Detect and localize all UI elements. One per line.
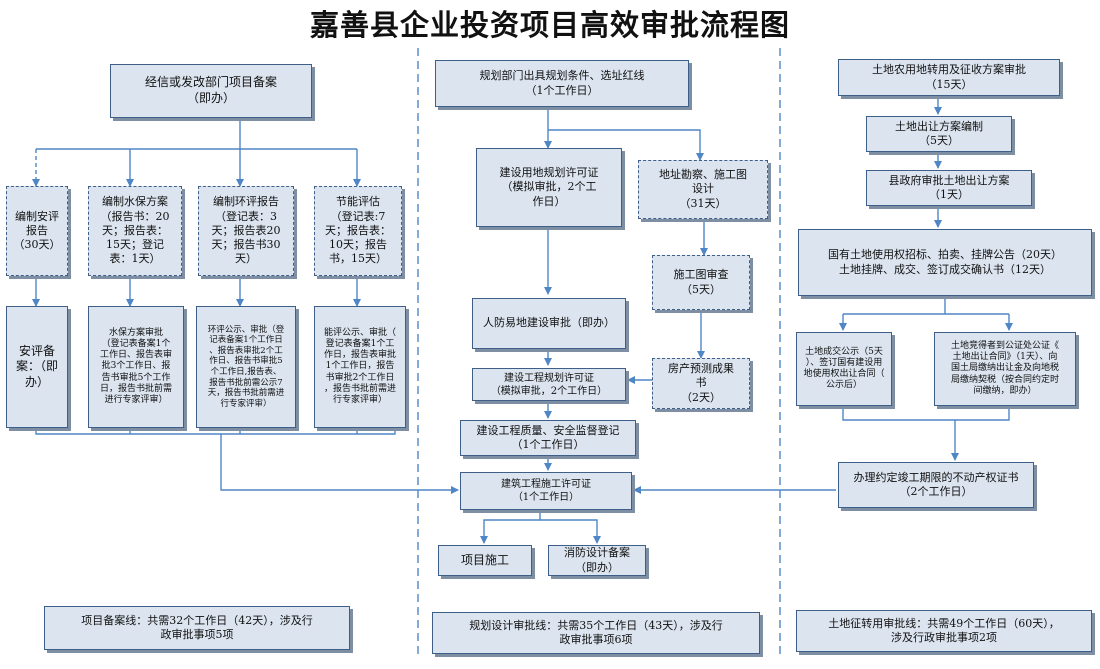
page-title: 嘉善县企业投资项目高效审批流程图 [309, 8, 790, 42]
farmland-conversion-box: 土地农用地转用及征收方案审批 （15天） [838, 59, 1060, 96]
project-filing-box: 经信或发改部门项目备案 （即办） [110, 64, 312, 118]
engineering-planning-permit-text: 建设工程规划许可证 （模拟审批，2个工作日） [490, 372, 608, 397]
env-approval-text: 环评公示、审批（登 记表备案1个工作日 、报告表审批2个工 作日、报告书审批5 … [207, 324, 285, 409]
land-planning-permit-box: 建设用地规划许可证 （模拟审批，2个工 作日） [476, 148, 622, 227]
project-construction-text: 项目施工 [460, 552, 509, 567]
fire-design-filing-text: 消防设计备案 （即办） [564, 546, 630, 574]
farmland-conversion-text: 土地农用地转用及征收方案审批 （15天） [872, 63, 1026, 91]
property-certificate-box: 办理约定竣工期限的不动产权证书 （2个工作日） [838, 462, 1034, 508]
env-report-text: 编制环评报告 （登记表：3 天；报告表20 天；报告书30 天） [211, 195, 281, 266]
filing-line-summary-text: 项目备案线：共需32个工作日（42天），涉及行 政审批事项5项 [81, 613, 313, 641]
engineering-planning-permit-box: 建设工程规划许可证 （模拟审批，2个工作日） [472, 368, 626, 401]
quality-safety-register-box: 建设工程质量、安全监督登记 （1个工作日） [460, 420, 636, 456]
notarize-payment-box: 土地竞得者到公证处公证《 土地出让合同》（1天）、向 国土局缴纳出让金及向地税 … [934, 332, 1076, 406]
deal-notice-box: 土地成交公示（5天 ）、签订国有建设用 地使用权出让合同（ 公示后） [796, 332, 892, 406]
property-certificate-text: 办理约定竣工期限的不动产权证书 （2个工作日） [853, 470, 1019, 498]
land-bidding-box: 国有土地使用权招标、拍卖、挂牌公告（20天） 土地挂牌、成交、签订成交确认书（1… [798, 229, 1092, 296]
land-line-summary: 土地征转用审批线：共需49个工作日（60天）， 涉及行政审批事项2项 [796, 610, 1092, 652]
survey-design-text: 地址勘察、施工图 设计 （31天） [659, 168, 747, 210]
transfer-plan-text: 土地出让方案编制 （5天） [895, 119, 983, 147]
filing-line-summary: 项目备案线：共需32个工作日（42天），涉及行 政审批事项5项 [44, 606, 350, 650]
energy-approval-box: 能评公示、审批（ 登记表备案1个工 作日，报告表审批 1个工作日，报告 书审批2… [314, 306, 406, 428]
env-report-box: 编制环评报告 （登记表：3 天；报告表20 天；报告书30 天） [198, 186, 294, 276]
fire-design-filing-box: 消防设计备案 （即办） [548, 545, 646, 576]
energy-approval-text: 能评公示、审批（ 登记表备案1个工 作日，报告表审批 1个工作日，报告 书审批2… [323, 327, 396, 406]
notarize-payment-text: 土地竞得者到公证处公证《 土地出让合同》（1天）、向 国土局缴纳出让金及向地税 … [950, 340, 1059, 396]
planning-line-summary-text: 规划设计审批线：共需35个工作日（43天），涉及行 政审批事项6项 [469, 618, 723, 646]
quality-safety-register-text: 建设工程质量、安全监督登记 （1个工作日） [476, 423, 620, 451]
water-plan-text: 编制水保方案 （报告书：20 天；报告表： 15天；登记 表：1天） [100, 195, 170, 266]
env-approval-box: 环评公示、审批（登 记表备案1个工作日 、报告表审批2个工 作日、报告书审批5 … [196, 306, 296, 428]
safety-eval-text: 编制安评 报告 （30天） [13, 209, 61, 252]
planning-conditions-text: 规划部门出具规划条件、选址红线 （1个工作日） [479, 69, 645, 97]
land-planning-permit-text: 建设用地规划许可证 （模拟审批，2个工 作日） [499, 166, 599, 208]
energy-eval-text: 节能评估 （登记表:7 天；报告表： 10天；报告 书，15天） [325, 195, 391, 266]
transfer-plan-box: 土地出让方案编制 （5天） [866, 116, 1012, 152]
water-approval-text: 水保方案审批 （登记表备案1个 工作日、报告表审 批3个工作日、报 告书审批5个… [99, 327, 172, 406]
housing-forecast-box: 房产预测成果 书 （2天） [652, 358, 750, 409]
planning-line-summary: 规划设计审批线：共需35个工作日（43天），涉及行 政审批事项6项 [432, 612, 760, 654]
safety-filing-box: 安评备 案：（即 办） [6, 306, 68, 428]
project-construction-box: 项目施工 [438, 545, 532, 576]
construction-permit-box: 建筑工程施工许可证 （1个工作日） [460, 472, 632, 510]
survey-design-box: 地址勘察、施工图 设计 （31天） [638, 160, 768, 219]
deal-notice-text: 土地成交公示（5天 ）、签订国有建设用 地使用权出让合同（ 公示后） [803, 346, 885, 391]
project-filing-text: 经信或发改部门项目备案 （即办） [144, 75, 277, 105]
gov-approval-text: 县政府审批土地出让方案 （1天） [888, 173, 1010, 201]
housing-forecast-text: 房产预测成果 书 （2天） [668, 362, 734, 404]
safety-filing-text: 安评备 案：（即 办） [15, 343, 58, 389]
land-line-summary-text: 土地征转用审批线：共需49个工作日（60天）， 涉及行政审批事项2项 [828, 616, 1060, 644]
water-plan-box: 编制水保方案 （报告书：20 天；报告表： 15天；登记 表：1天） [88, 186, 182, 276]
civil-defense-text: 人防易地建设审批（即办） [483, 316, 615, 330]
construction-permit-text: 建筑工程施工许可证 （1个工作日） [501, 479, 591, 503]
gov-approval-box: 县政府审批土地出让方案 （1天） [866, 170, 1032, 206]
land-bidding-text: 国有土地使用权招标、拍卖、挂牌公告（20天） 土地挂牌、成交、签订成交确认书（1… [828, 248, 1062, 276]
drawing-review-text: 施工图审查 （5天） [673, 268, 729, 296]
planning-conditions-box: 规划部门出具规划条件、选址红线 （1个工作日） [435, 60, 689, 107]
safety-eval-box: 编制安评 报告 （30天） [6, 186, 68, 276]
civil-defense-box: 人防易地建设审批（即办） [472, 298, 626, 349]
water-approval-box: 水保方案审批 （登记表备案1个 工作日、报告表审 批3个工作日、报 告书审批5个… [88, 306, 184, 428]
energy-eval-box: 节能评估 （登记表:7 天；报告表： 10天；报告 书，15天） [314, 186, 402, 276]
drawing-review-box: 施工图审查 （5天） [652, 255, 750, 310]
